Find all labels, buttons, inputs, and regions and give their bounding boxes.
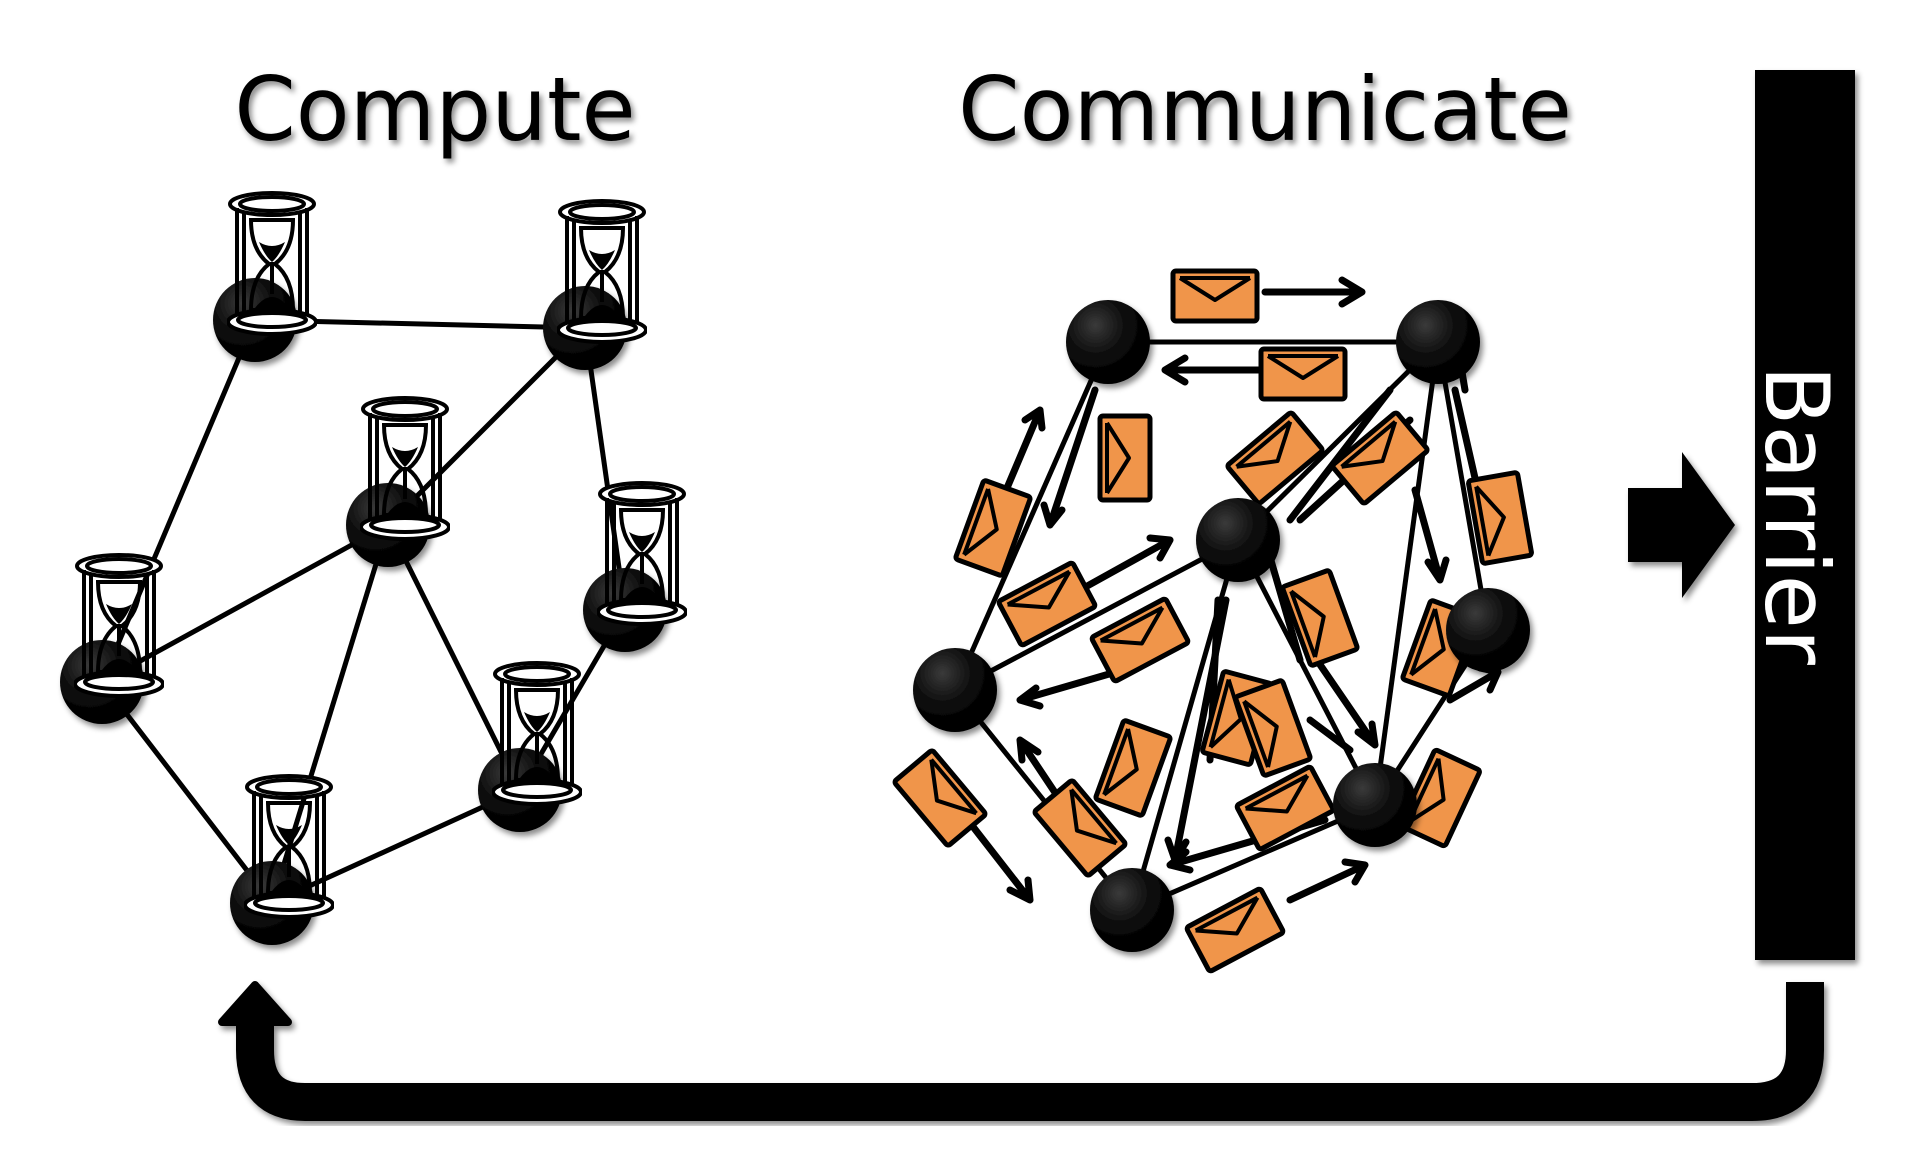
graph-edge bbox=[1372, 341, 1441, 806]
hourglass-icon bbox=[492, 661, 582, 806]
envelope-icon bbox=[998, 562, 1096, 646]
hourglass-icon bbox=[244, 774, 334, 919]
envelope-icon bbox=[1100, 416, 1150, 500]
graph-node bbox=[1333, 763, 1417, 847]
graph-edge bbox=[100, 522, 390, 685]
hourglass-icon bbox=[557, 199, 647, 344]
graph-edge bbox=[386, 326, 587, 527]
hourglass-icon bbox=[74, 553, 164, 698]
compute-title: Compute bbox=[234, 58, 635, 161]
hourglass-icon bbox=[227, 191, 317, 336]
envelope-icon bbox=[955, 480, 1031, 576]
graph-edge bbox=[953, 688, 1134, 912]
graph-edge bbox=[582, 327, 628, 611]
graph-edge bbox=[1131, 802, 1376, 913]
compute-nodes bbox=[60, 191, 687, 945]
graph-edge bbox=[270, 787, 522, 906]
compute-edges bbox=[99, 317, 628, 906]
graph-node bbox=[1396, 300, 1480, 384]
communicate-title: Communicate bbox=[958, 58, 1572, 161]
graph-node bbox=[1196, 498, 1280, 582]
graph-edge bbox=[953, 537, 1240, 693]
right-arrow-icon bbox=[1628, 452, 1735, 598]
barrier-label: Barrier bbox=[1745, 365, 1848, 666]
loop-back-arrow bbox=[218, 981, 1824, 1121]
graph-node bbox=[1446, 588, 1530, 672]
graph-node bbox=[1066, 300, 1150, 384]
graph-node bbox=[913, 648, 997, 732]
barrier: Barrier bbox=[1745, 70, 1855, 960]
graph-edge bbox=[100, 680, 274, 905]
graph-edge bbox=[385, 523, 523, 792]
graph-node bbox=[1090, 868, 1174, 952]
graph-edge bbox=[1236, 340, 1440, 542]
envelope-icon bbox=[1173, 271, 1257, 321]
graph-edge bbox=[1435, 341, 1491, 631]
envelope-icon bbox=[1468, 472, 1532, 563]
envelope-icon bbox=[1261, 349, 1345, 399]
communicate-nodes bbox=[913, 300, 1530, 952]
envelope-icon bbox=[894, 750, 986, 846]
envelope-icon bbox=[1095, 720, 1171, 816]
graph-edge bbox=[1235, 538, 1378, 807]
envelope-icon bbox=[1186, 888, 1284, 972]
hourglass-icon bbox=[360, 396, 450, 541]
envelope-icon bbox=[1236, 766, 1334, 850]
graph-edge bbox=[952, 340, 1111, 692]
